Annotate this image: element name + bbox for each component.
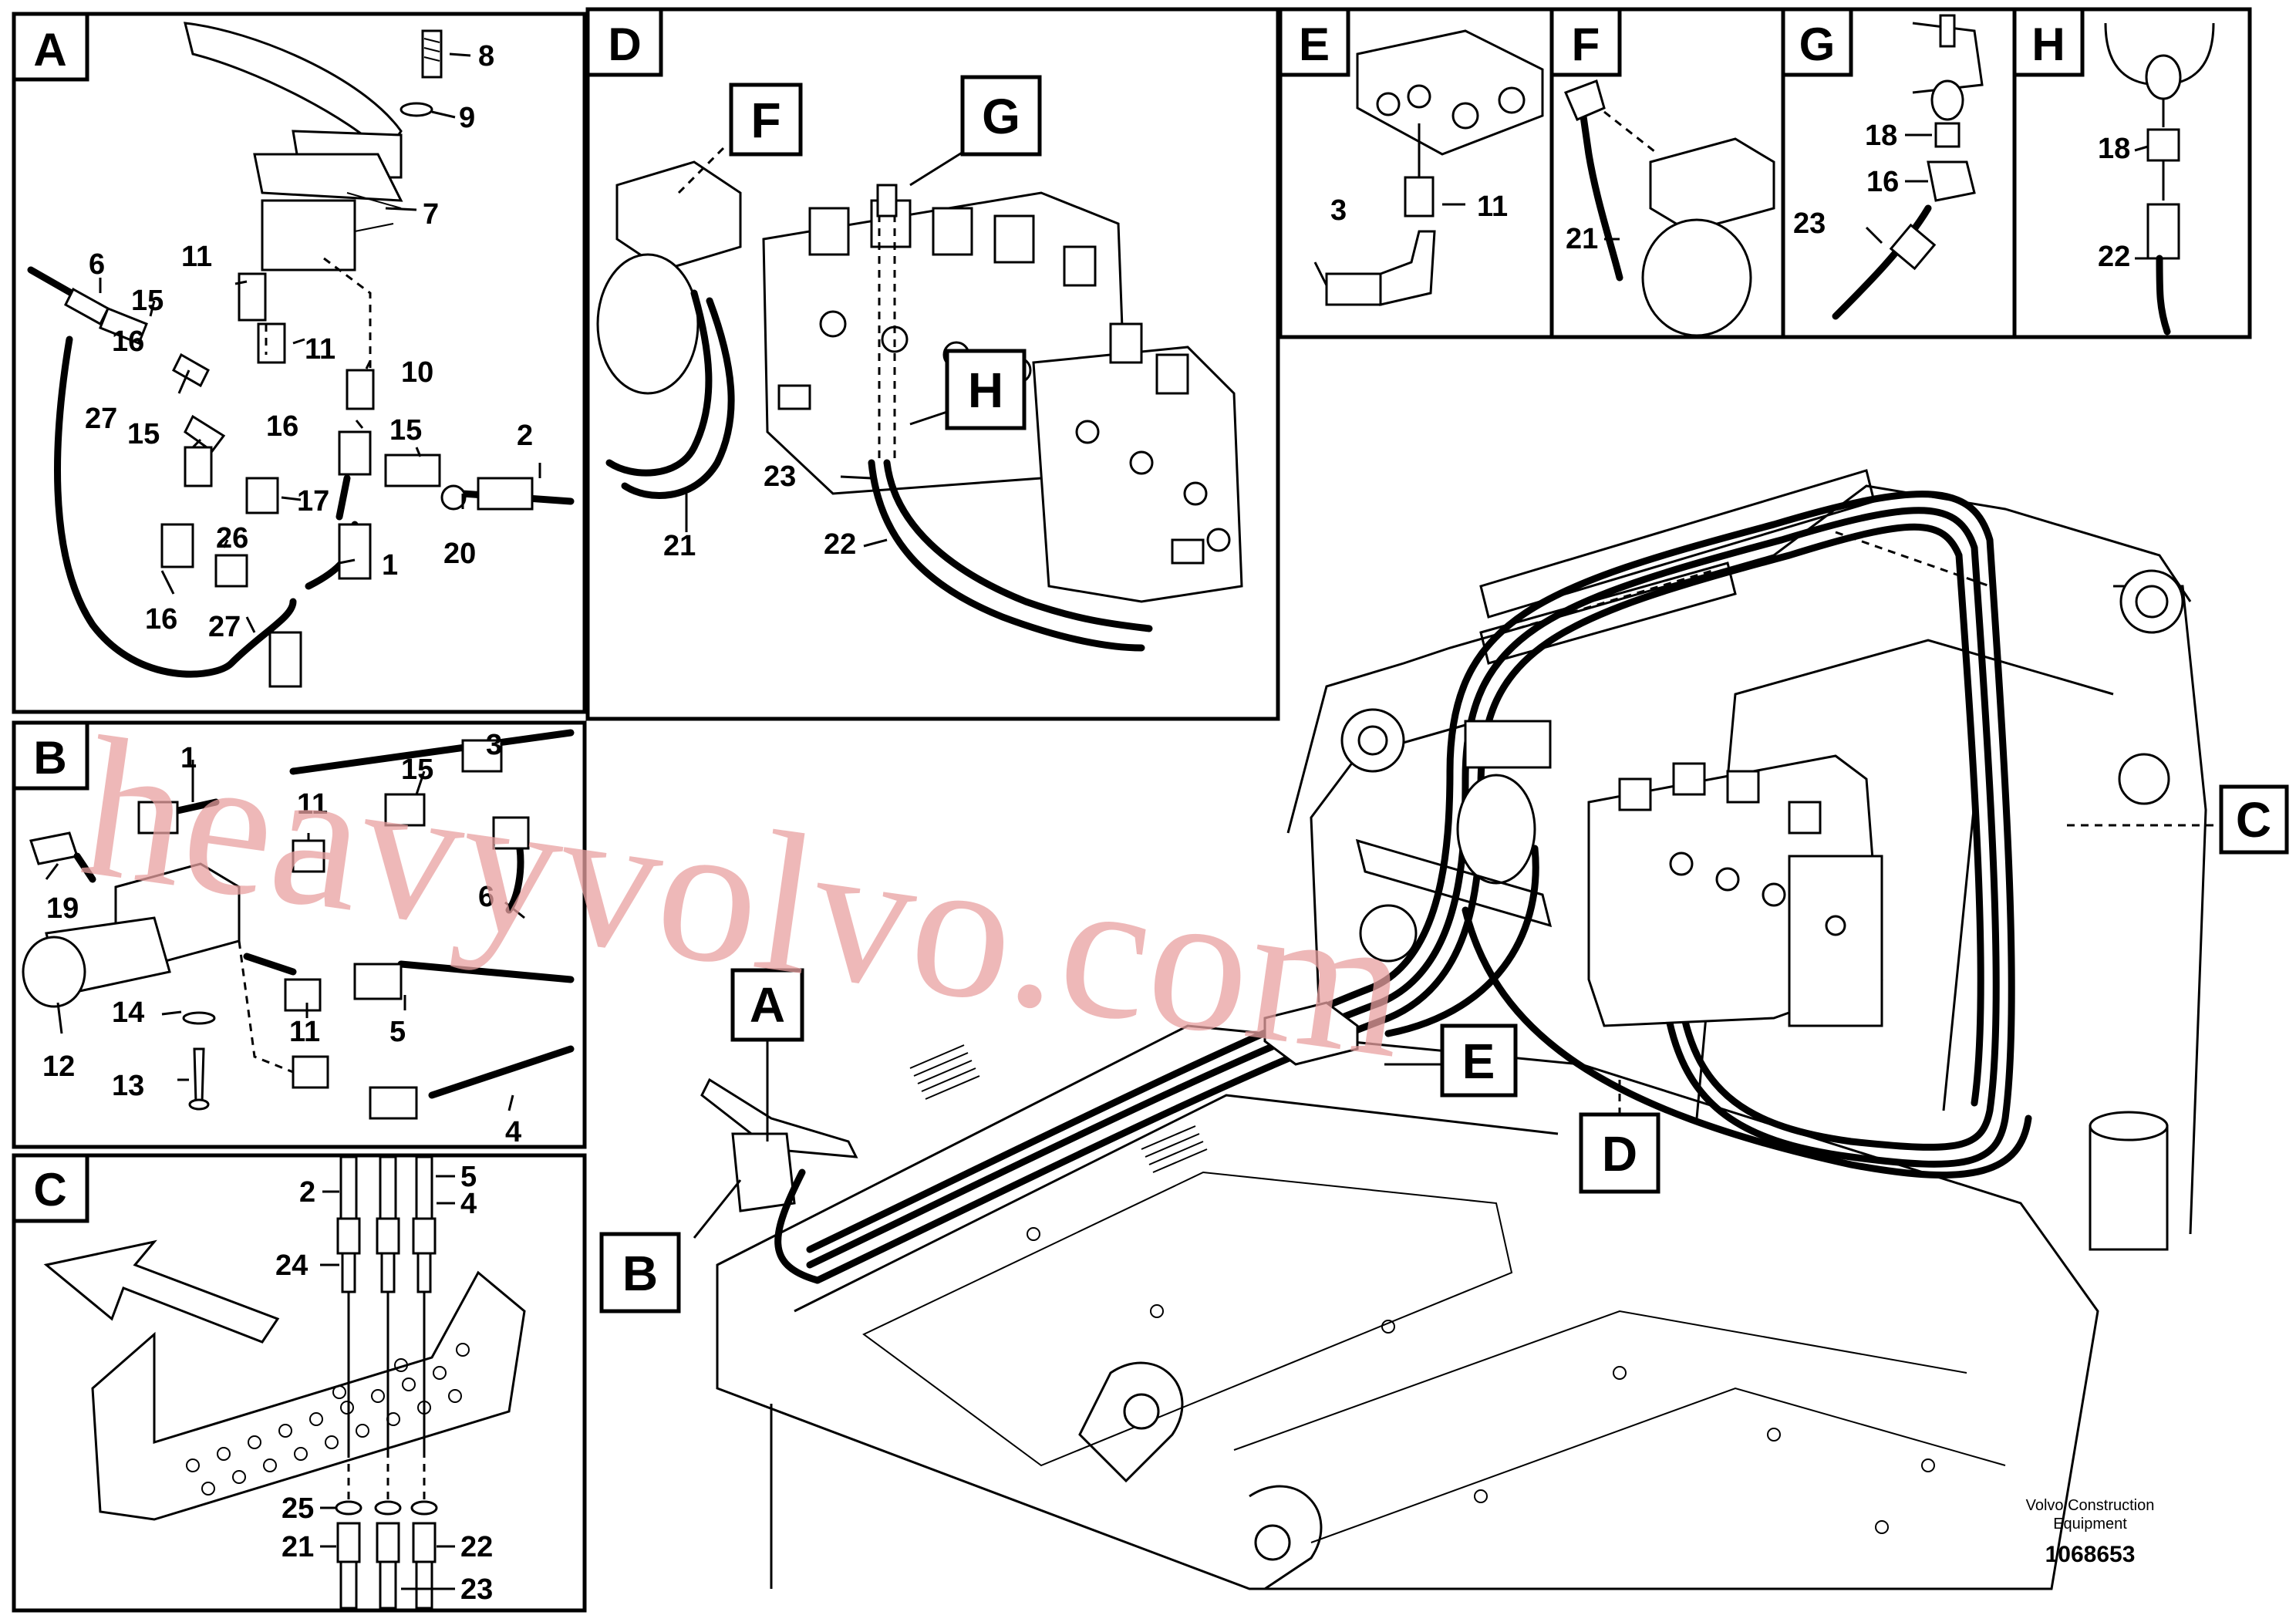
callout-d-21: 21 bbox=[663, 530, 696, 562]
svg-text:D: D bbox=[1602, 1126, 1637, 1182]
footer-company-line2: Equipment bbox=[2053, 1516, 2127, 1533]
callout-b-1: 1 bbox=[180, 742, 197, 774]
callout-c-25: 25 bbox=[282, 1492, 314, 1525]
callout-a-6: 6 bbox=[89, 248, 105, 281]
callout-b-12: 12 bbox=[42, 1050, 75, 1083]
callout-c-23: 23 bbox=[460, 1573, 493, 1606]
callout-b-19: 19 bbox=[46, 892, 79, 925]
callout-d-22: 22 bbox=[824, 528, 856, 561]
callout-a-27: 27 bbox=[85, 403, 117, 435]
main-ref-label-c: C bbox=[2219, 784, 2289, 855]
svg-text:D: D bbox=[608, 19, 641, 70]
control-valve-d bbox=[762, 191, 1243, 603]
svg-text:G: G bbox=[982, 89, 1020, 144]
callout-f-21: 21 bbox=[1566, 223, 1598, 255]
callout-a-17: 17 bbox=[297, 485, 329, 518]
vent-grille bbox=[909, 1044, 1208, 1173]
svg-text:E: E bbox=[1299, 19, 1330, 70]
callout-a-16b: 16 bbox=[112, 325, 144, 358]
callout-b-13: 13 bbox=[112, 1070, 144, 1102]
callout-a-15c: 15 bbox=[389, 414, 422, 447]
callout-b-11b: 11 bbox=[289, 1016, 320, 1048]
panel-d: D bbox=[585, 7, 1280, 721]
panel-a: A bbox=[12, 12, 587, 714]
callout-c-2: 2 bbox=[299, 1176, 315, 1209]
callout-a-15b: 15 bbox=[127, 418, 160, 450]
footer-drawing-number: 1068653 bbox=[2045, 1542, 2136, 1567]
callout-g-23: 23 bbox=[1793, 207, 1826, 240]
callout-b-4: 4 bbox=[505, 1116, 521, 1148]
callout-c-5: 5 bbox=[460, 1161, 477, 1193]
callout-a-9: 9 bbox=[459, 102, 475, 134]
callout-a-7: 7 bbox=[423, 198, 439, 231]
callout-a-2: 2 bbox=[517, 420, 533, 452]
svg-text:C: C bbox=[2236, 792, 2271, 848]
callout-c-21: 21 bbox=[282, 1531, 314, 1563]
callout-g-18: 18 bbox=[1865, 120, 1897, 152]
ref-label-d-h: H bbox=[945, 349, 1027, 430]
panel-e: E bbox=[1278, 7, 1554, 339]
callout-a-15: 15 bbox=[131, 285, 164, 317]
callout-h-22: 22 bbox=[2098, 241, 2130, 273]
svg-text:A: A bbox=[750, 977, 785, 1033]
callout-b-11: 11 bbox=[297, 788, 328, 821]
panel-f: F bbox=[1549, 7, 1785, 339]
svg-text:F: F bbox=[1572, 19, 1600, 70]
direction-arrow-icon bbox=[43, 1239, 280, 1344]
svg-text:E: E bbox=[1462, 1034, 1495, 1089]
callout-a-16: 16 bbox=[266, 410, 298, 443]
control-valve-main bbox=[1587, 754, 1883, 1027]
callout-a-16c: 16 bbox=[145, 603, 177, 636]
callout-b-5: 5 bbox=[389, 1016, 406, 1048]
callout-h-18: 18 bbox=[2098, 133, 2130, 165]
callout-a-11b: 11 bbox=[305, 333, 335, 366]
callout-a-11: 11 bbox=[181, 241, 212, 273]
callout-d-23: 23 bbox=[764, 460, 796, 493]
ref-label-d-g: G bbox=[960, 75, 1042, 157]
callout-a-20: 20 bbox=[443, 538, 476, 570]
callout-c-24: 24 bbox=[275, 1249, 308, 1282]
svg-text:A: A bbox=[33, 24, 66, 76]
callout-b-14: 14 bbox=[112, 996, 144, 1029]
panel-g: G bbox=[1781, 7, 2017, 339]
panel-c: C bbox=[12, 1153, 587, 1613]
svg-text:B: B bbox=[33, 732, 66, 784]
main-ref-label-b: B bbox=[599, 1232, 681, 1313]
panel-b: B bbox=[12, 720, 587, 1149]
callout-a-8: 8 bbox=[478, 40, 494, 73]
main-ref-label-e: E bbox=[1440, 1023, 1518, 1098]
ref-label-d-f: F bbox=[729, 83, 803, 157]
callout-e-11: 11 bbox=[1477, 191, 1508, 223]
svg-text:G: G bbox=[1799, 19, 1836, 70]
callout-e-3: 3 bbox=[1330, 194, 1347, 227]
callout-a-10: 10 bbox=[401, 356, 433, 389]
callout-a-27b: 27 bbox=[208, 611, 241, 643]
callout-c-22: 22 bbox=[460, 1531, 493, 1563]
svg-text:F: F bbox=[750, 93, 781, 148]
callout-a-1: 1 bbox=[382, 549, 398, 582]
svg-text:B: B bbox=[622, 1246, 658, 1301]
callout-b-3: 3 bbox=[486, 729, 502, 761]
callout-a-26: 26 bbox=[216, 522, 248, 555]
main-ref-label-a: A bbox=[730, 968, 804, 1042]
footer-company-line1: Volvo Construction bbox=[2026, 1497, 2155, 1514]
panel-h: H bbox=[2012, 7, 2252, 339]
svg-text:H: H bbox=[2031, 19, 2065, 70]
svg-text:H: H bbox=[968, 363, 1003, 418]
callout-b-15: 15 bbox=[401, 754, 433, 786]
callout-g-16: 16 bbox=[1866, 166, 1899, 198]
svg-text:C: C bbox=[33, 1164, 66, 1216]
main-isometric-view bbox=[693, 469, 2221, 1590]
callout-b-6: 6 bbox=[478, 881, 494, 913]
callout-c-4: 4 bbox=[460, 1188, 477, 1220]
main-ref-label-d: D bbox=[1579, 1112, 1660, 1194]
